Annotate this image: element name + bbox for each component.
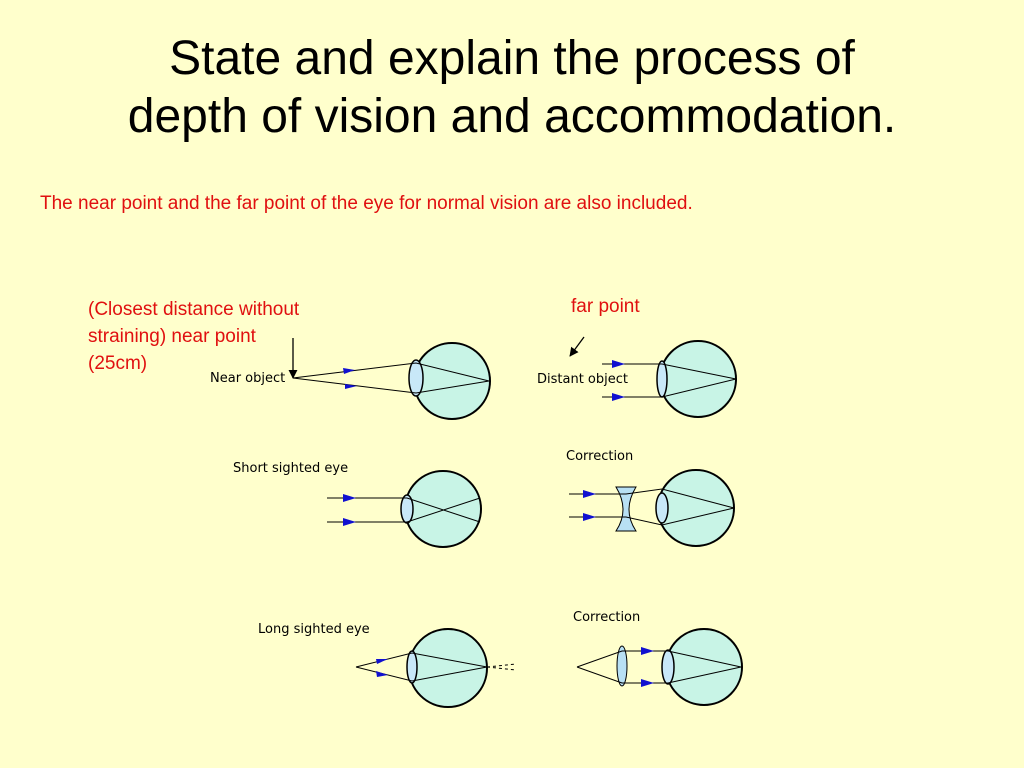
near-object-figure: Near object [210,338,491,420]
near-point-annotation-line-1: (Closest distance without [88,299,300,320]
distant-object-label: Distant object [537,372,628,387]
short-sighted-label: Short sighted eye [233,461,348,476]
eye-ball [665,628,743,706]
ray-arrow [376,671,388,677]
ray-arrow [612,393,625,401]
near-point-annotation-line-2: straining) near point [88,326,256,347]
eye-ball [659,340,737,418]
slide-title-line-1: State and explain the process of [169,32,855,85]
long-sighted-figure: Long sighted eye [258,622,517,708]
eye-lens [656,360,668,398]
ray-arrow [376,659,388,664]
ray-arrow [345,384,357,389]
eye-lens [400,494,414,524]
light-ray [569,507,735,526]
near-point-annotation: (Closest distance without straining) nea… [88,296,299,377]
dashed-ray [486,663,517,668]
dashed-ray [486,666,517,671]
long-sighted-label: Long sighted eye [258,622,370,637]
eye-ball [657,469,735,547]
ray-arrow [641,679,654,687]
light-ray [355,666,488,682]
light-ray [292,362,490,382]
eye-ball [413,342,491,420]
slide-title-line-2: depth of vision and accommodation. [127,90,897,143]
light-ray [292,377,490,394]
ray-arrow [641,647,654,655]
distant-object-figure: Distant object [537,336,737,418]
near-point-annotation-line-3: (25cm) [88,353,148,374]
far-point-annotation: far point [571,296,640,317]
correction-label-long: Correction [573,610,640,625]
short-sighted-figure: Short sighted eye [233,461,482,548]
light-ray [569,488,735,509]
near-object-label: Near object [210,371,285,386]
ray-arrow [343,518,356,526]
long-sight-correction-figure: Correction [573,610,743,706]
eye-ball [404,470,482,548]
eye-ball [408,628,488,708]
concave-lens [615,486,637,532]
correction-label-short: Correction [566,449,633,464]
slide-title: State and explain the process of depth o… [0,30,1024,146]
eye-lens [661,649,675,685]
eye-lens [406,650,418,684]
ray-arrow [583,490,596,498]
ray-arrow [343,368,355,374]
eye-lens [408,359,424,397]
ray-arrow [583,513,596,521]
eye-lens [655,492,669,524]
short-sight-correction-figure: Correction [566,449,735,547]
subtitle: The near point and the far point of the … [40,193,693,214]
ray-arrow [612,360,625,368]
convex-lens [616,645,628,687]
ray-arrow [343,494,356,502]
light-ray [355,652,488,668]
far-point-pointer [569,336,585,357]
